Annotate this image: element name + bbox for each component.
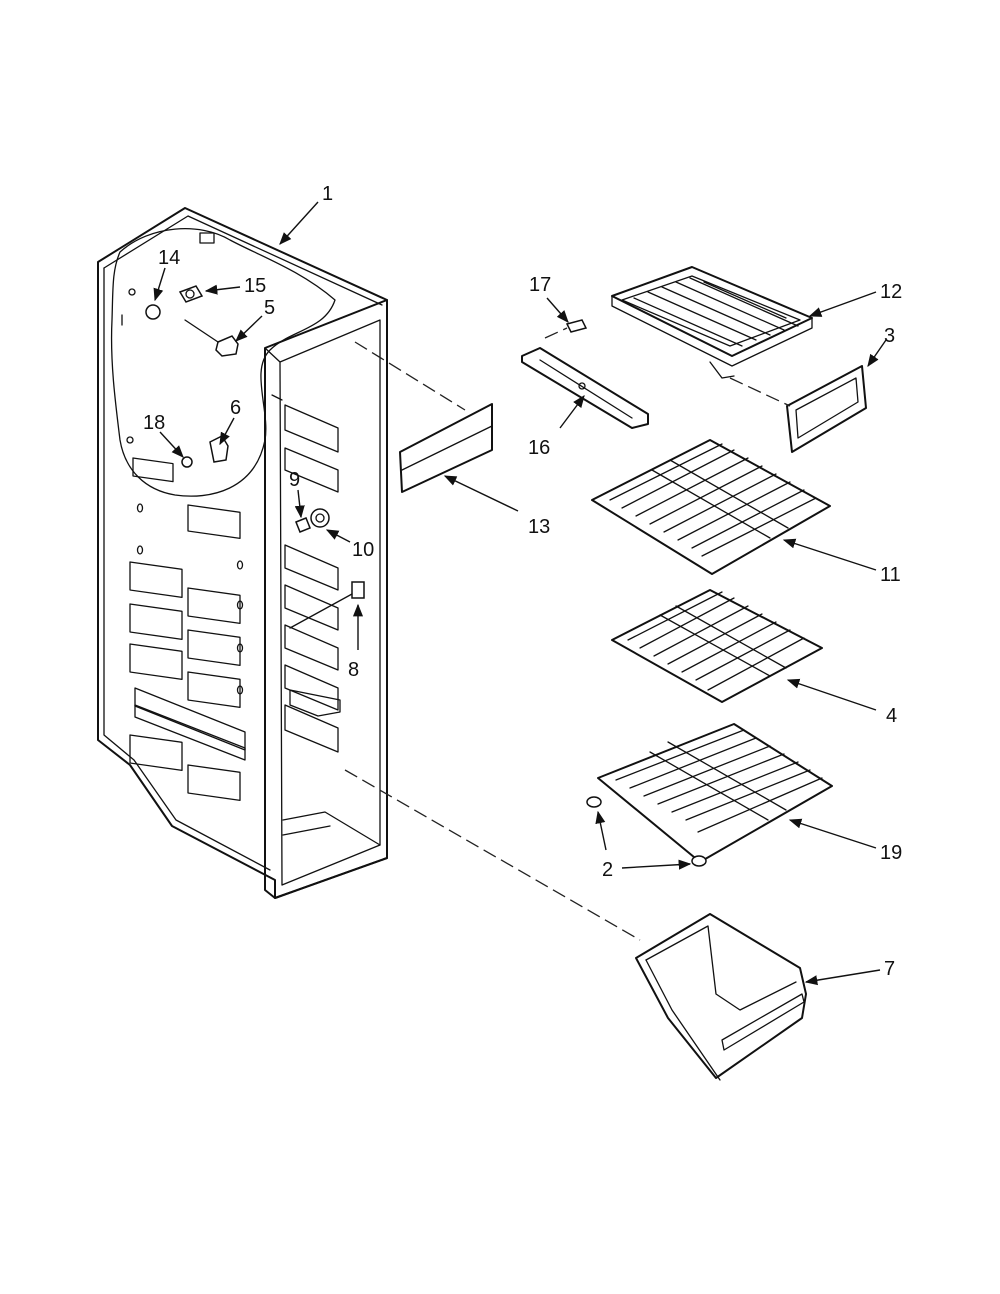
shelf-front-trim-3 xyxy=(729,365,867,453)
wire-shelf-4 xyxy=(611,589,823,703)
callout-10: 10 xyxy=(352,539,374,561)
callout-9: 9 xyxy=(289,469,300,491)
wire-shelf-19 xyxy=(597,723,833,863)
freezer-basket-7 xyxy=(344,769,807,1081)
freezer-liner xyxy=(97,207,388,899)
callout-18: 18 xyxy=(143,412,165,434)
shelf-end-cap-2 xyxy=(586,796,707,867)
callout-labels: 1 14 15 5 6 18 9 10 8 13 17 16 12 3 11 4… xyxy=(143,183,902,980)
callout-14: 14 xyxy=(158,247,180,269)
light-socket xyxy=(178,285,204,303)
callout-16: 16 xyxy=(528,437,550,459)
callout-8: 8 xyxy=(348,659,359,681)
knob xyxy=(181,456,193,468)
damper-control xyxy=(209,435,229,463)
slide-out-shelf-12 xyxy=(611,266,813,379)
shelf-support-13 xyxy=(354,341,493,493)
light-bulb xyxy=(145,304,161,320)
callout-7: 7 xyxy=(884,958,895,980)
callout-13: 13 xyxy=(528,516,550,538)
callout-19: 19 xyxy=(880,842,902,864)
callout-12: 12 xyxy=(880,281,902,303)
callout-17: 17 xyxy=(529,274,551,296)
callout-4: 4 xyxy=(886,705,897,727)
callout-2: 2 xyxy=(602,859,613,881)
callout-6: 6 xyxy=(230,397,241,419)
callout-11: 11 xyxy=(880,564,901,586)
callout-1: 1 xyxy=(322,183,333,205)
callout-15: 15 xyxy=(244,275,266,297)
shelf-bracket-16 xyxy=(521,347,649,429)
shelf-slots xyxy=(271,394,341,753)
light-switch xyxy=(184,319,239,357)
clip-8 xyxy=(289,581,365,629)
wire-shelf-11 xyxy=(591,439,831,575)
callout-5: 5 xyxy=(264,297,275,319)
screw-9 xyxy=(295,517,311,533)
leader-lines xyxy=(153,201,887,986)
callout-3: 3 xyxy=(884,325,895,347)
bearing-10 xyxy=(310,508,330,528)
screw-17 xyxy=(544,319,588,339)
wall-panels xyxy=(129,457,246,801)
